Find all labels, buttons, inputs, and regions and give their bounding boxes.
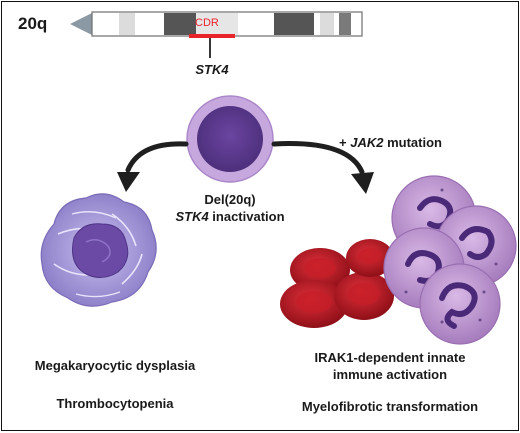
- jak2-gene: JAK2: [350, 135, 384, 150]
- irak1-label-line2: immune activation: [332, 367, 448, 382]
- irak1-label-line1: IRAK1-dependent innate: [314, 350, 466, 365]
- del20q-label: Del(20q): [204, 192, 256, 207]
- jak2-mutation-label: + JAK2 mutation: [339, 135, 442, 151]
- cell-icon: [186, 95, 274, 183]
- cdr-label: CDR: [195, 17, 219, 29]
- chromosome-label: 20q: [18, 14, 48, 33]
- megakaryocyte-icon: [40, 193, 157, 307]
- chromosome-icon: [70, 11, 363, 58]
- myelofibrotic-label: Myelofibrotic transformation: [301, 399, 479, 414]
- gene-label: STK4: [195, 62, 229, 77]
- stk4-inactivation-label: STK4 inactivation: [152, 209, 308, 225]
- jak2-suffix: mutation: [383, 135, 442, 150]
- megakaryocytic-dysplasia-label: Megakaryocytic dysplasia: [34, 358, 196, 373]
- cdr-marker: [189, 34, 235, 38]
- red-blood-cell-icon: [280, 239, 394, 328]
- neutrophil-icon: [383, 175, 517, 345]
- thrombocytopenia-label: Thrombocytopenia: [56, 396, 174, 411]
- stk4-gene: STK4: [175, 209, 209, 224]
- left-arrow: [117, 141, 189, 192]
- inactivation-text: inactivation: [208, 209, 285, 224]
- right-arrow: [271, 141, 374, 194]
- jak2-prefix: +: [339, 135, 351, 150]
